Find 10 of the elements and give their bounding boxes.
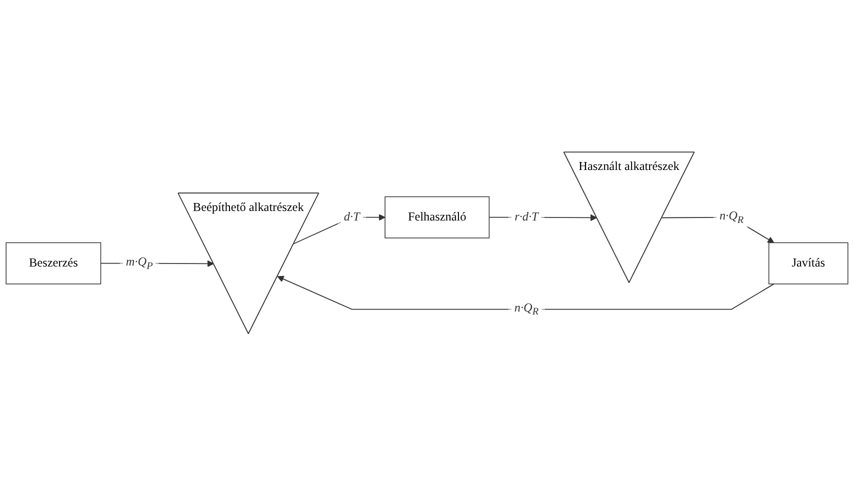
arrow	[277, 276, 774, 310]
edge-label: m·Q$_{P}$	[126, 256, 153, 272]
node-box: Felhasználó	[384, 196, 490, 238]
edge-label: n·Q$_{R}$	[514, 302, 539, 318]
node-box: Javítás	[768, 242, 848, 284]
edge-label: n·Q$_{R}$	[719, 210, 744, 226]
edge-label: r·d·T	[514, 210, 538, 224]
node-box: Beszerzés	[6, 242, 102, 284]
edge-label: d·T	[344, 210, 360, 224]
arrow	[294, 214, 386, 244]
